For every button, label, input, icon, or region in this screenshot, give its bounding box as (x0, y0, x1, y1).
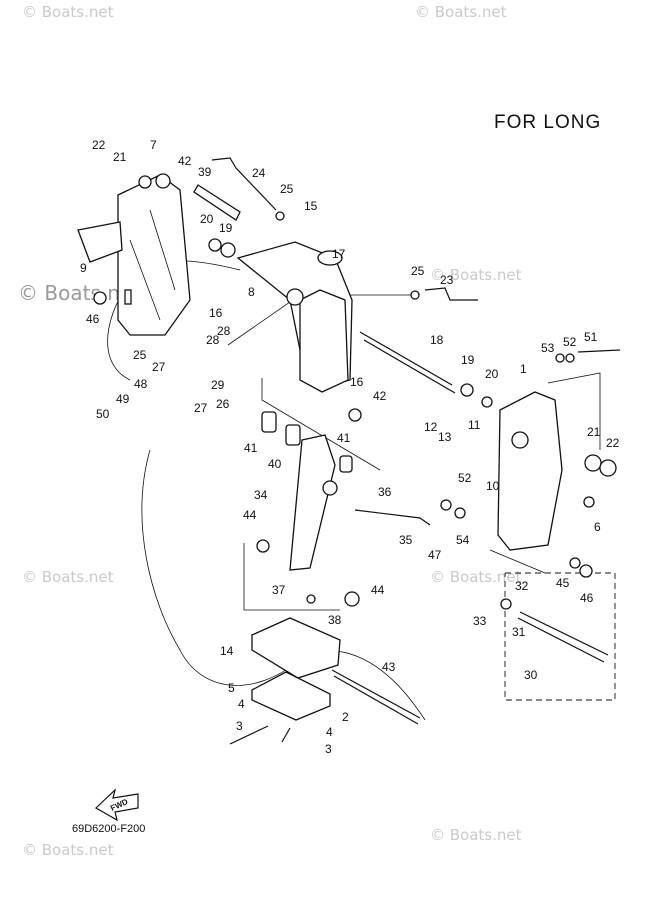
part-number-47: 47 (428, 548, 442, 562)
part-number-41: 41 (337, 431, 351, 445)
part-number-5: 5 (228, 681, 235, 695)
lower-assembly (251, 617, 421, 725)
part-number-7: 7 (150, 138, 157, 152)
part-number-54: 54 (456, 533, 470, 547)
part-number-17: 17 (332, 247, 346, 261)
part-number-22: 22 (92, 138, 106, 152)
part-number-10: 10 (486, 479, 500, 493)
part-number-53: 53 (541, 341, 555, 355)
part-number-44: 44 (371, 583, 385, 597)
part-number-16: 16 (209, 306, 223, 320)
part-number-46: 46 (580, 591, 594, 605)
part-number-40: 40 (268, 457, 282, 471)
part-number-30: 30 (524, 668, 538, 682)
diagram-title: FOR LONG (494, 112, 602, 133)
watermark: © Boats.net (22, 3, 114, 21)
part-number-34: 34 (254, 488, 268, 502)
part-number-27: 27 (152, 360, 166, 374)
part-number-20: 20 (200, 212, 214, 226)
part-number-23: 23 (440, 273, 454, 287)
part-number-20: 20 (485, 367, 499, 381)
part-number-25: 25 (133, 348, 147, 362)
part-number-26: 26 (216, 397, 230, 411)
part-number-3: 3 (236, 719, 243, 733)
part-number-2: 2 (342, 710, 349, 724)
part-number-45: 45 (556, 576, 570, 590)
watermarks: © Boats.net © Boats.net © Boats.net © Bo… (18, 3, 522, 859)
part-number-19: 19 (461, 353, 475, 367)
part-number-37: 37 (272, 583, 286, 597)
part-number-49: 49 (116, 392, 130, 406)
part-number-19: 19 (219, 221, 233, 235)
part-number-29: 29 (211, 378, 225, 392)
part-number-3: 3 (325, 742, 332, 756)
part-number-22: 22 (606, 436, 620, 450)
part-number-48: 48 (134, 377, 148, 391)
small-hardware (208, 211, 595, 745)
part-number-52: 52 (458, 471, 472, 485)
part-number-16: 16 (350, 375, 364, 389)
part-number-9: 9 (80, 261, 87, 275)
part-number-6: 6 (594, 520, 601, 534)
part-number-46: 46 (86, 312, 100, 326)
part-number-4: 4 (238, 697, 245, 711)
part-number-8: 8 (248, 285, 255, 299)
part-number-11: 11 (468, 418, 481, 432)
part-number-33: 33 (473, 614, 487, 628)
left-clamp-bracket (77, 173, 191, 336)
watermark: © Boats.net (22, 568, 114, 586)
part-number-44: 44 (243, 508, 257, 522)
part-number-25: 25 (411, 264, 425, 278)
part-number-31: 31 (512, 625, 526, 639)
watermark: © Boats.net (415, 3, 507, 21)
watermark: © Boats.net (430, 568, 522, 586)
part-number-15: 15 (304, 199, 318, 213)
part-number-21: 21 (587, 425, 601, 439)
part-number-28: 28 (217, 324, 231, 338)
part-number-50: 50 (96, 407, 110, 421)
shafts (193, 157, 478, 394)
part-number-42: 42 (178, 154, 192, 168)
part-number-51: 51 (584, 330, 598, 344)
part-number-43: 43 (382, 660, 396, 674)
part-number-36: 36 (378, 485, 392, 499)
diagram-code: 69D6200-F200 (72, 823, 146, 835)
part-number-52: 52 (563, 335, 577, 349)
part-number-13: 13 (438, 430, 452, 444)
part-number-39: 39 (198, 165, 212, 179)
part-number-35: 35 (399, 533, 413, 547)
part-number-41: 41 (244, 441, 258, 455)
part-number-27: 27 (194, 401, 208, 415)
part-number-21: 21 (113, 150, 127, 164)
watermark: © Boats.net (22, 841, 114, 859)
watermark: © Boats.net (430, 266, 522, 284)
tilt-cylinder (261, 411, 431, 571)
part-number-14: 14 (220, 644, 234, 658)
part-number-42: 42 (373, 389, 387, 403)
fwd-direction-arrow: FWD (95, 788, 139, 822)
part-number-24: 24 (252, 166, 266, 180)
part-number-38: 38 (328, 613, 342, 627)
watermark: © Boats.net (430, 826, 522, 844)
right-clamp-bracket (497, 349, 621, 551)
trim-rod (500, 598, 609, 663)
part-number-25: 25 (280, 182, 294, 196)
part-number-28: 28 (206, 333, 220, 347)
part-number-18: 18 (430, 333, 444, 347)
part-number-1: 1 (520, 362, 527, 376)
part-number-4: 4 (326, 725, 333, 739)
part-number-12: 12 (424, 420, 438, 434)
swivel-bracket (236, 241, 353, 393)
part-number-32: 32 (515, 579, 529, 593)
